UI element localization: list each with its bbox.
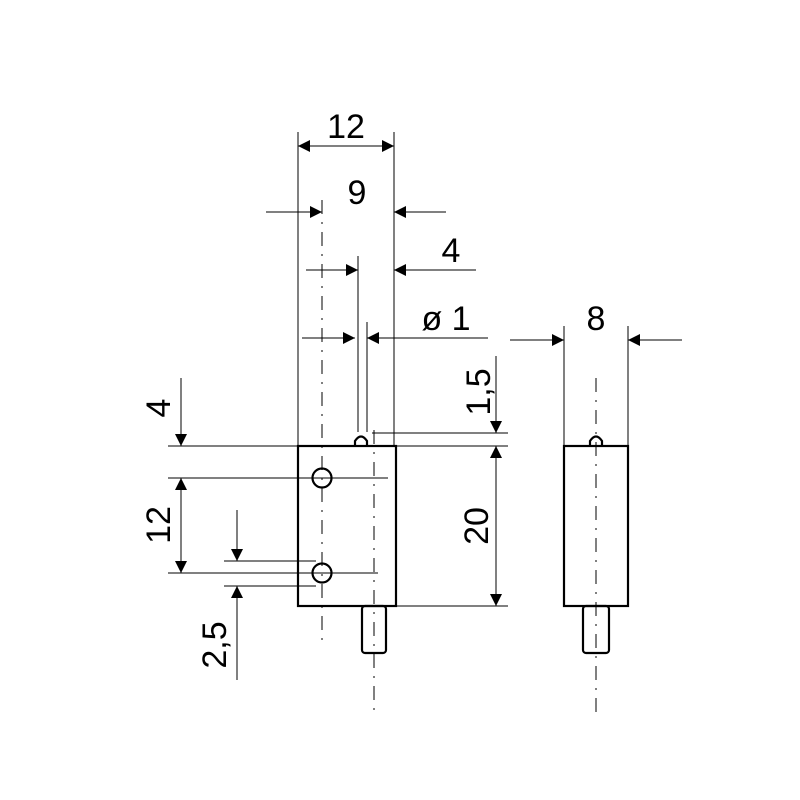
extension-lines (168, 132, 629, 607)
front-cable-outlet (360, 604, 388, 655)
front-sensing-tip (353, 435, 369, 446)
front-view (296, 200, 398, 712)
side-view (562, 378, 630, 712)
dim-label-hole-offset: 9 (348, 174, 367, 212)
dim-label-pin-offset: 4 (442, 232, 461, 270)
dim-label-hole-spacing: 12 (140, 506, 178, 544)
dimension-lines (175, 140, 682, 680)
dim-label-body-height: 20 (458, 507, 496, 545)
dim-label-width-total: 12 (327, 108, 365, 146)
dim-label-top-hole-offset: 4 (140, 399, 178, 418)
dim-label-hole-bottom-offset: 2,5 (196, 621, 234, 668)
dim-label-pin-height: 1,5 (460, 368, 498, 415)
dim-label-pin-diameter: ø 1 (421, 300, 470, 338)
side-sensing-tip (588, 435, 604, 446)
front-body-outline (296, 444, 398, 608)
dim-label-side-width: 8 (587, 300, 606, 338)
